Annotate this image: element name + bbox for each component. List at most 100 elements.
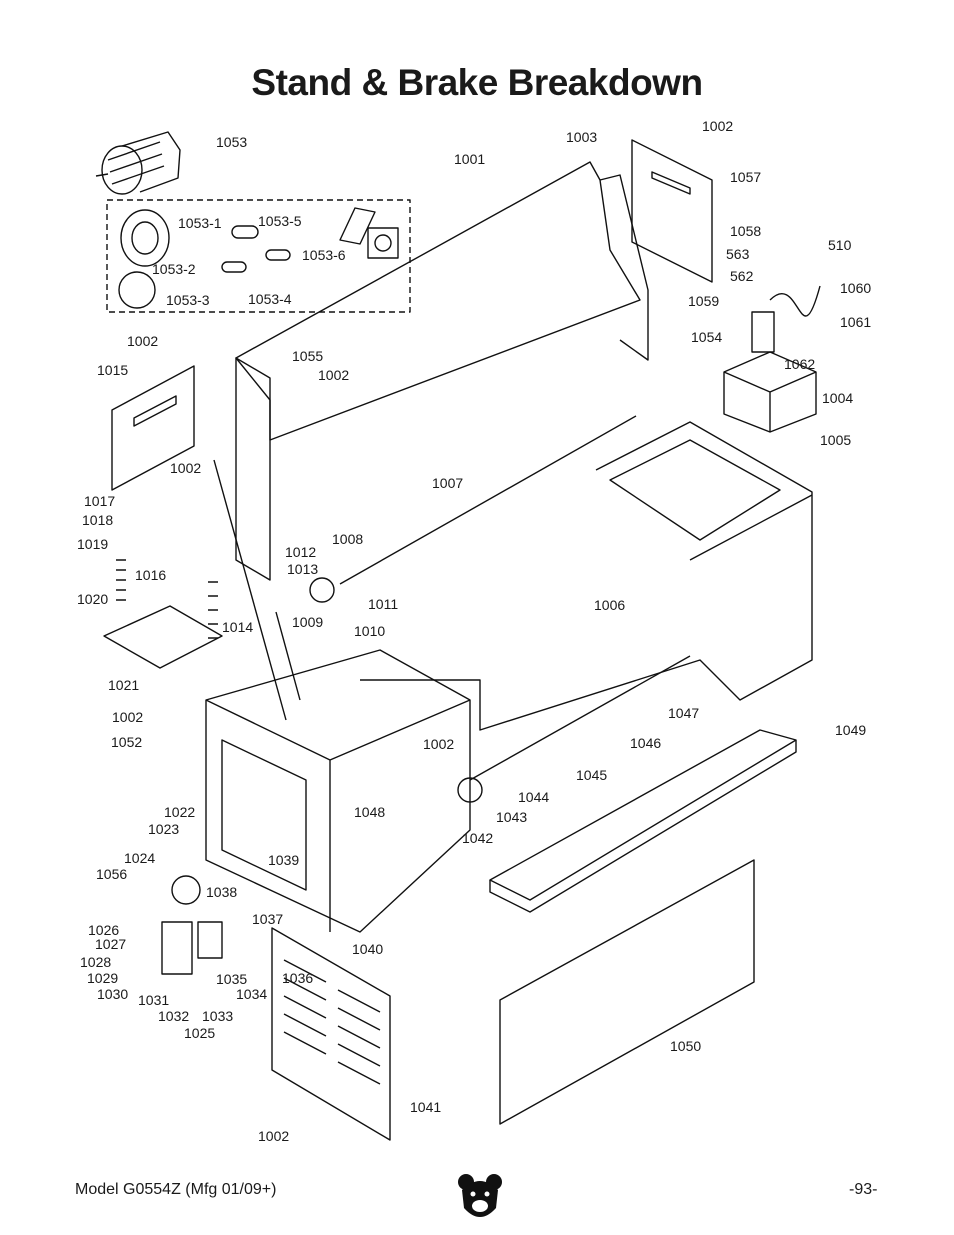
part-label: 1060 — [840, 280, 871, 296]
part-label: 1042 — [462, 830, 493, 846]
part-label: 1054 — [691, 329, 722, 345]
part-label: 1035 — [216, 971, 247, 987]
fan-cover-part — [120, 209, 170, 267]
rod-part — [339, 415, 637, 585]
front-panel-part — [499, 859, 755, 1125]
part-label: 1024 — [124, 850, 155, 866]
part-label: 1043 — [496, 809, 527, 825]
part-label: 1053-2 — [152, 261, 196, 277]
part-label: 1039 — [268, 852, 299, 868]
part-label: 1015 — [97, 362, 128, 378]
part-label: 563 — [726, 246, 750, 262]
part-label: 1034 — [236, 986, 267, 1002]
part-label: 1002 — [318, 367, 349, 383]
part-label: 1018 — [82, 512, 113, 528]
part-label: 1049 — [835, 722, 866, 738]
part-label: 1058 — [730, 223, 761, 239]
part-label: 1048 — [354, 804, 385, 820]
part-label: 1022 — [164, 804, 195, 820]
part-label: 1013 — [287, 561, 318, 577]
part-label: 1057 — [730, 169, 761, 185]
part-label: 1033 — [202, 1008, 233, 1024]
part-label: 1027 — [95, 936, 126, 952]
chip-tray-part — [489, 729, 797, 901]
part-label: 1011 — [368, 596, 398, 612]
part-label: 1053-5 — [258, 213, 302, 229]
part-label: 1055 — [292, 348, 323, 364]
part-label: 1046 — [630, 735, 661, 751]
part-label: 1021 — [108, 677, 139, 693]
part-label: 1002 — [127, 333, 158, 349]
model-info: Model G0554Z (Mfg 01/09+) — [75, 1181, 277, 1198]
pulley-part — [171, 875, 201, 905]
part-label: 1032 — [158, 1008, 189, 1024]
part-label: 1059 — [688, 293, 719, 309]
side-plate-part — [111, 365, 195, 491]
part-label: 562 — [730, 268, 754, 284]
top-panel-part — [235, 161, 641, 441]
part-label: 1053-6 — [302, 247, 346, 263]
part-label: 1053 — [216, 134, 247, 150]
junction-box-part — [339, 207, 376, 245]
motor-part — [95, 131, 181, 195]
part-label: 1002 — [170, 460, 201, 476]
part-label: 1052 — [111, 734, 142, 750]
part-label: 1053-1 — [178, 215, 222, 231]
part-label: 1008 — [332, 531, 363, 547]
part-label: 1030 — [97, 986, 128, 1002]
page-title: Stand & Brake Breakdown — [251, 62, 703, 103]
part-label: 1028 — [80, 954, 111, 970]
pedal-plate-part — [103, 605, 223, 669]
cabinet-part — [360, 421, 813, 731]
part-label: 1040 — [352, 941, 383, 957]
part-label: 1061 — [840, 314, 871, 330]
part-label: 1010 — [354, 623, 385, 639]
access-plate-part — [631, 139, 713, 283]
capacitor-part — [231, 225, 259, 239]
part-number-labels: 1053 1053-1 1053-5 1053-6 1053-2 1053-3 1053-4… — [77, 118, 871, 1144]
part-label: 1002 — [702, 118, 733, 134]
part-label: 1012 — [285, 544, 316, 560]
stand-body-part — [205, 649, 471, 933]
part-label: 1006 — [594, 597, 625, 613]
fan-part — [118, 271, 156, 309]
part-label: 1007 — [432, 475, 463, 491]
part-label: 1004 — [822, 390, 853, 406]
part-label: 1002 — [423, 736, 454, 752]
part-label: 1009 — [292, 614, 323, 630]
part-label: 1036 — [282, 970, 313, 986]
part-label: 1047 — [668, 705, 699, 721]
part-label: 1031 — [138, 992, 169, 1008]
motor-subparts-box — [106, 199, 411, 313]
part-label: 1019 — [77, 536, 108, 552]
part-label: 1002 — [112, 709, 143, 725]
part-label: 1017 — [84, 493, 115, 509]
part-label: 1014 — [222, 619, 253, 635]
part-label: 1016 — [135, 567, 166, 583]
part-label: 1025 — [184, 1025, 215, 1041]
part-label: 1044 — [518, 789, 549, 805]
pump-part — [751, 311, 775, 353]
part-label: 1002 — [258, 1128, 289, 1144]
part-label: 1053-3 — [166, 292, 210, 308]
part-label: 1029 — [87, 970, 118, 986]
part-label: 1053-4 — [248, 291, 292, 307]
part-label: 1062 — [784, 356, 815, 372]
louver-panel-part — [271, 927, 391, 1141]
grizzly-bear-logo-icon — [458, 1174, 502, 1217]
part-label: 1050 — [670, 1038, 701, 1054]
part-label: 1023 — [148, 821, 179, 837]
part-label: 1005 — [820, 432, 851, 448]
part-label: 1001 — [454, 151, 485, 167]
part-label: 510 — [828, 237, 852, 253]
part-label: 1020 — [77, 591, 108, 607]
part-label: 1003 — [566, 129, 597, 145]
part-label: 1045 — [576, 767, 607, 783]
page-number: -93- — [849, 1181, 878, 1198]
part-label: 1041 — [410, 1099, 441, 1115]
part-label: 1056 — [96, 866, 127, 882]
part-label: 1038 — [206, 884, 237, 900]
part-label: 1026 — [88, 922, 119, 938]
part-label: 1037 — [252, 911, 283, 927]
